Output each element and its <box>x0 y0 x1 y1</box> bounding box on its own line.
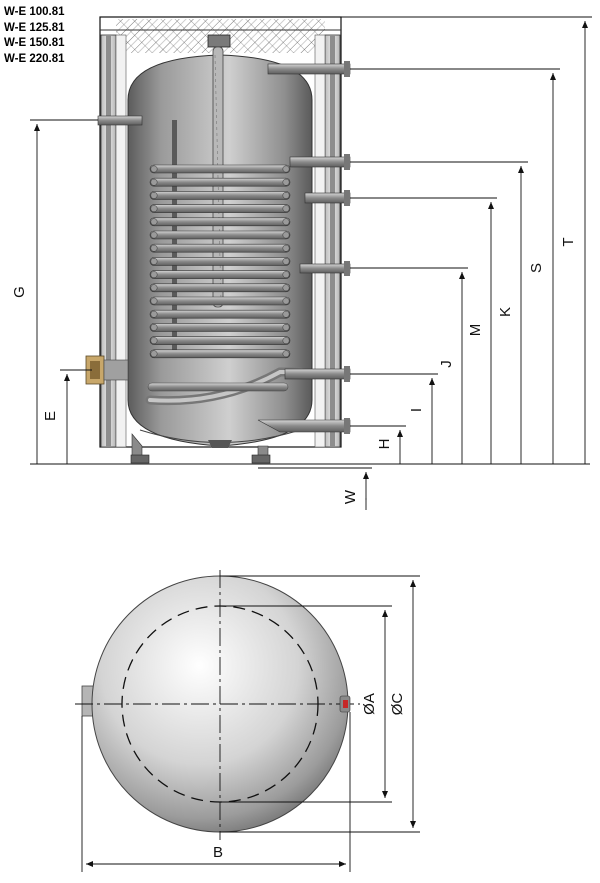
coil-turn <box>149 309 291 319</box>
coil-turn-end <box>282 191 290 199</box>
coil-turn <box>149 177 291 187</box>
legs <box>130 433 271 464</box>
right-port-indicator <box>343 700 348 708</box>
coil-turn <box>149 349 291 359</box>
coil-turn-end <box>150 310 158 318</box>
coil-turn-end <box>282 257 290 265</box>
coil-turn <box>149 217 291 227</box>
dim-label-B: B <box>213 844 223 861</box>
coil-turn-end <box>282 178 290 186</box>
connection-pipes <box>257 61 351 434</box>
coil-turn-end <box>282 337 290 345</box>
coil-turn <box>149 230 291 240</box>
left-sensor-port <box>97 115 143 126</box>
coil-turn-end <box>282 165 290 173</box>
coil-turn <box>149 164 291 174</box>
coil-turn-end <box>150 231 158 239</box>
dim-label-K: K <box>497 307 514 317</box>
model-label: W-E 100.81 <box>4 6 65 18</box>
heat-exchanger-coil <box>149 164 291 359</box>
dim-label-I: I <box>408 408 425 412</box>
coil-turn-end <box>282 310 290 318</box>
coil-turn-end <box>150 337 158 345</box>
top-view: ØA ØC B <box>75 570 420 872</box>
coil-turn-end <box>282 205 290 213</box>
coil-turn-end <box>282 284 290 292</box>
coil-turn <box>149 336 291 345</box>
coil-turn-end <box>282 323 290 331</box>
dim-label-H: H <box>376 439 393 450</box>
dim-label-T: T <box>560 237 577 246</box>
coil-turn-end <box>150 297 158 305</box>
coil-turn-end <box>282 297 290 305</box>
model-label: W-E 125.81 <box>4 21 65 34</box>
dim-label-W: W <box>342 489 359 504</box>
model-label: W-E 150.81 <box>4 37 65 49</box>
model-label: W-E 220.81 <box>4 52 65 65</box>
coil-turn-end <box>150 244 158 252</box>
heater-port <box>85 355 129 385</box>
dim-label-E: E <box>42 411 59 421</box>
coil-turn-end <box>150 323 158 331</box>
coil-turn-end <box>150 178 158 186</box>
coil-turn-end <box>282 244 290 252</box>
coil-turn-end <box>150 218 158 226</box>
coil-turn <box>149 270 291 279</box>
model-list: W-E 100.81 W-E 125.81 W-E 150.81 W-E 220… <box>4 5 65 67</box>
top-dimension-lines <box>81 575 420 872</box>
dim-label-J: J <box>438 360 455 368</box>
coil-turn-end <box>150 271 158 279</box>
top-flange <box>207 34 231 48</box>
coil-turn <box>149 191 291 200</box>
dimension-lines <box>30 16 592 510</box>
coil-turn-end <box>150 191 158 199</box>
coil-turn <box>149 257 291 266</box>
coil-turn-end <box>150 205 158 213</box>
coil-turn-end <box>150 165 158 173</box>
coil-turn-end <box>282 231 290 239</box>
bottom-drain <box>208 440 232 448</box>
coil-turn-end <box>282 350 290 358</box>
side-view: T S K M J I H W G E <box>11 16 592 510</box>
coil-turn <box>149 243 291 253</box>
dim-label-S: S <box>528 263 545 273</box>
dim-label-M: M <box>467 324 484 337</box>
coil-turn <box>149 296 291 306</box>
coil-turn-end <box>150 257 158 265</box>
dim-label-G: G <box>11 286 28 298</box>
coil-turn-end <box>150 284 158 292</box>
dim-label-diameter-A: ØA <box>361 693 378 715</box>
coil-turn-end <box>150 350 158 358</box>
coil-turn-end <box>282 218 290 226</box>
dim-label-diameter-C: ØC <box>389 693 406 716</box>
coil-turn <box>149 323 291 332</box>
coil-turn-end <box>282 271 290 279</box>
coil-turn <box>149 204 291 213</box>
coil-turn <box>149 283 291 293</box>
